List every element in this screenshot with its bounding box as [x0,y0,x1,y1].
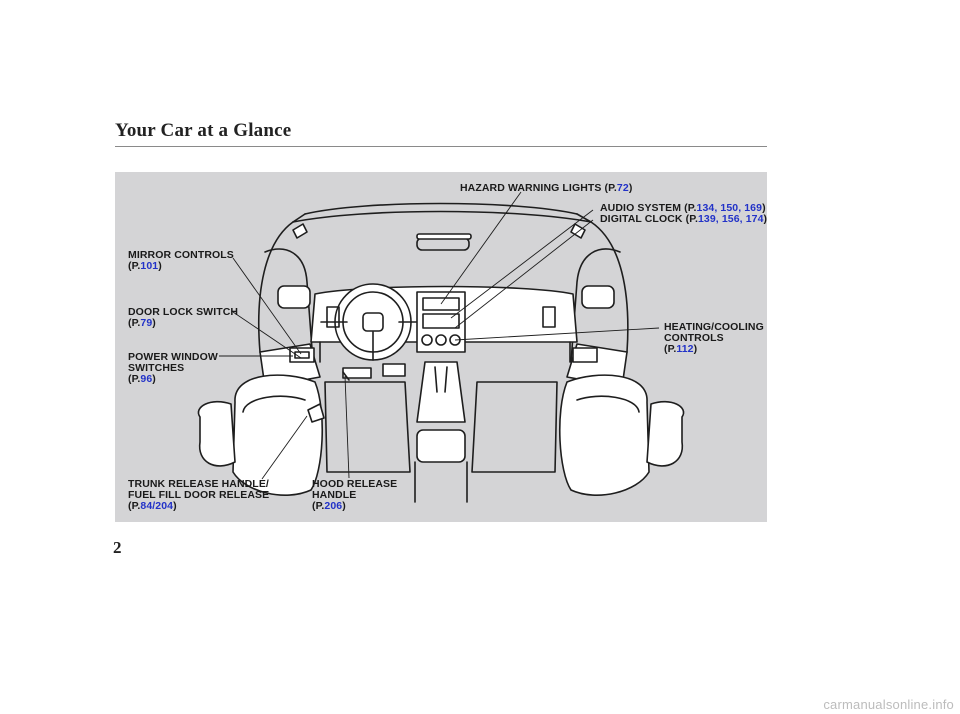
callout-power-window-switches: POWER WINDOW SWITCHES (P.96) [128,352,218,385]
callout-trunk-release-handle: TRUNK RELEASE HANDLE/ FUEL FILL DOOR REL… [128,479,269,512]
heating-page-suffix: ) [693,343,698,355]
clock-label: DIGITAL CLOCK [600,213,683,225]
power-window-page-suffix: ) [152,373,156,385]
trunk-page-prefix: (P. [128,500,141,512]
car-interior-diagram: HAZARD WARNING LIGHTS (P.72) AUDIO SYSTE… [115,172,767,522]
heating-label-1: HEATING/COOLING [664,321,764,333]
mirror-page-prefix: (P. [128,260,141,272]
callout-heating-cooling-controls: HEATING/COOLING CONTROLS (P.112) [664,322,764,355]
door-lock-page-prefix: (P. [128,317,141,329]
power-window-page-link[interactable]: 96 [140,373,153,385]
clock-page-suffix: ) [763,213,768,225]
heating-page-link[interactable]: 112 [676,343,694,355]
heating-page-prefix: (P. [664,343,677,355]
audio-page-prefix: (P. [684,202,697,214]
door-lock-label: DOOR LOCK SWITCH [128,306,239,318]
car-interior-illustration [197,191,685,503]
callout-door-lock-switch: DOOR LOCK SWITCH (P.79) [128,307,238,329]
trunk-page-link-84[interactable]: 84 [140,500,153,512]
power-window-label-1: POWER WINDOW [128,351,218,363]
watermark: carmanualsonline.info [823,697,954,712]
hazard-page-prefix: (P. [604,182,617,194]
mirror-label: MIRROR CONTROLS [128,249,234,261]
clock-page-prefix: (P. [685,213,698,225]
hood-page-link[interactable]: 206 [324,500,343,512]
callout-hood-release-handle: HOOD RELEASE HANDLE (P.206) [312,479,397,512]
hazard-page-link[interactable]: 72 [616,182,629,194]
hood-label-2: HANDLE [312,489,357,501]
callout-hazard-warning-lights: HAZARD WARNING LIGHTS (P.72) [460,183,632,194]
title-divider [115,146,767,147]
hood-page-suffix: ) [342,500,346,512]
trunk-page-slash: / [152,500,156,512]
mirror-page-suffix: ) [158,260,162,272]
audio-page-suffix: ) [762,202,766,214]
clock-page-link[interactable]: 139, 156, 174 [697,213,764,225]
audio-label: AUDIO SYSTEM [600,202,682,214]
trunk-page-suffix: ) [173,500,177,512]
mirror-page-link[interactable]: 101 [140,260,159,272]
door-lock-page-link[interactable]: 79 [140,317,153,329]
hazard-label: HAZARD WARNING LIGHTS [460,182,602,194]
trunk-page-link-204[interactable]: 204 [155,500,174,512]
trunk-label-2: FUEL FILL DOOR RELEASE [128,489,270,501]
trunk-label-1: TRUNK RELEASE HANDLE/ [128,478,269,490]
power-window-page-prefix: (P. [128,373,141,385]
callout-audio-system: AUDIO SYSTEM (P.134, 150, 169) [600,203,766,214]
page-title: Your Car at a Glance [115,120,292,141]
callout-digital-clock: DIGITAL CLOCK (P.139, 156, 174) [600,214,767,225]
audio-page-link[interactable]: 134, 150, 169 [696,202,763,214]
power-window-label-2: SWITCHES [128,362,185,374]
heating-label-2: CONTROLS [664,332,724,344]
hood-page-prefix: (P. [312,500,325,512]
hazard-page-suffix: ) [628,182,633,194]
page-number: 2 [113,538,122,557]
door-lock-page-suffix: ) [152,317,156,329]
hood-label-1: HOOD RELEASE [312,478,398,490]
callout-mirror-controls: MIRROR CONTROLS (P.101) [128,250,234,272]
